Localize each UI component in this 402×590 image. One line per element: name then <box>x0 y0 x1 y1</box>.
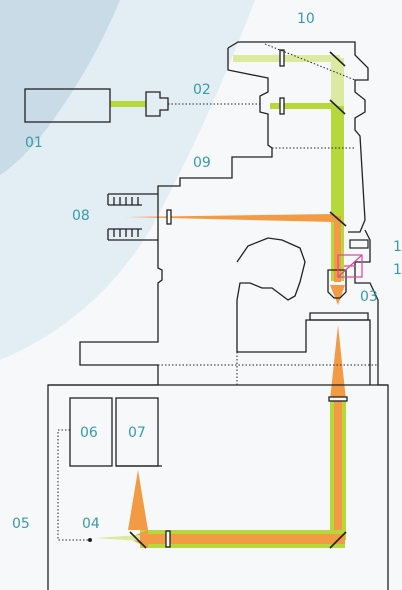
beam-objective-cone <box>330 285 345 305</box>
light-source-box <box>24 88 111 123</box>
label-02: 02 <box>193 82 211 98</box>
dotted-05 <box>57 429 90 541</box>
beam-orange-vertical <box>334 216 341 282</box>
nosepiece-block <box>309 312 369 321</box>
label-07: 07 <box>128 425 146 441</box>
lens-08 <box>166 209 172 225</box>
label-05: 05 <box>12 516 30 532</box>
mirror-bottom-right <box>329 531 347 549</box>
beam-07-cone <box>128 470 148 530</box>
label-01: 01 <box>25 135 43 151</box>
mirrors <box>129 51 347 549</box>
beam-upper-vertical <box>331 58 344 108</box>
splitter-box <box>337 254 363 278</box>
lens-bottom <box>165 530 171 548</box>
beam-04-thin <box>95 535 140 541</box>
housing-stage-arm <box>236 237 371 385</box>
filter-11 <box>349 239 369 249</box>
beam-08-orange <box>125 214 335 222</box>
dotted-head-diagonal <box>264 43 356 81</box>
component-08-module <box>107 193 158 241</box>
optical-elements <box>165 49 348 548</box>
beam-01-output <box>110 101 146 107</box>
label-11: 1 <box>393 239 402 255</box>
mirror-02 <box>329 99 346 115</box>
component-01-light-source <box>24 88 169 123</box>
housing-right-frame <box>354 229 389 590</box>
lens-right-vertical <box>328 396 348 402</box>
housing-left-contour <box>47 48 273 590</box>
module-08-upper-fins <box>107 193 158 206</box>
label-09: 09 <box>193 155 211 171</box>
dotted-connectors <box>57 43 378 541</box>
microscope-housing <box>47 41 389 590</box>
beam-splitter-cube <box>337 254 363 278</box>
label-12: 1 <box>393 262 402 278</box>
beam-bottom-horizontal-core <box>140 534 345 544</box>
label-04: 04 <box>82 516 100 532</box>
label-10: 10 <box>297 11 315 27</box>
lens-10 <box>279 49 285 67</box>
beam-right-vertical-core <box>334 400 342 540</box>
beam-paths <box>95 55 346 548</box>
label-08: 08 <box>72 208 90 224</box>
mirror-bottom-left <box>129 531 147 549</box>
connector-dot-04 <box>88 538 92 542</box>
housing-top-head <box>227 41 369 233</box>
beam-right-rising-cone <box>330 325 346 400</box>
beam-top-horizontal <box>233 55 340 62</box>
module-08-lower-fins <box>107 228 158 241</box>
background-arcs <box>0 0 255 360</box>
backdrop-small-arc <box>0 0 120 175</box>
lens-02 <box>279 97 285 115</box>
light-source-connector <box>145 91 169 117</box>
mirror-08 <box>329 211 347 227</box>
label-03: 03 <box>360 289 378 305</box>
mirror-top <box>329 51 346 67</box>
beam-02-horizontal <box>270 103 335 109</box>
label-06: 06 <box>80 425 98 441</box>
filter-11-box <box>349 239 369 249</box>
module-06-box <box>69 397 113 467</box>
